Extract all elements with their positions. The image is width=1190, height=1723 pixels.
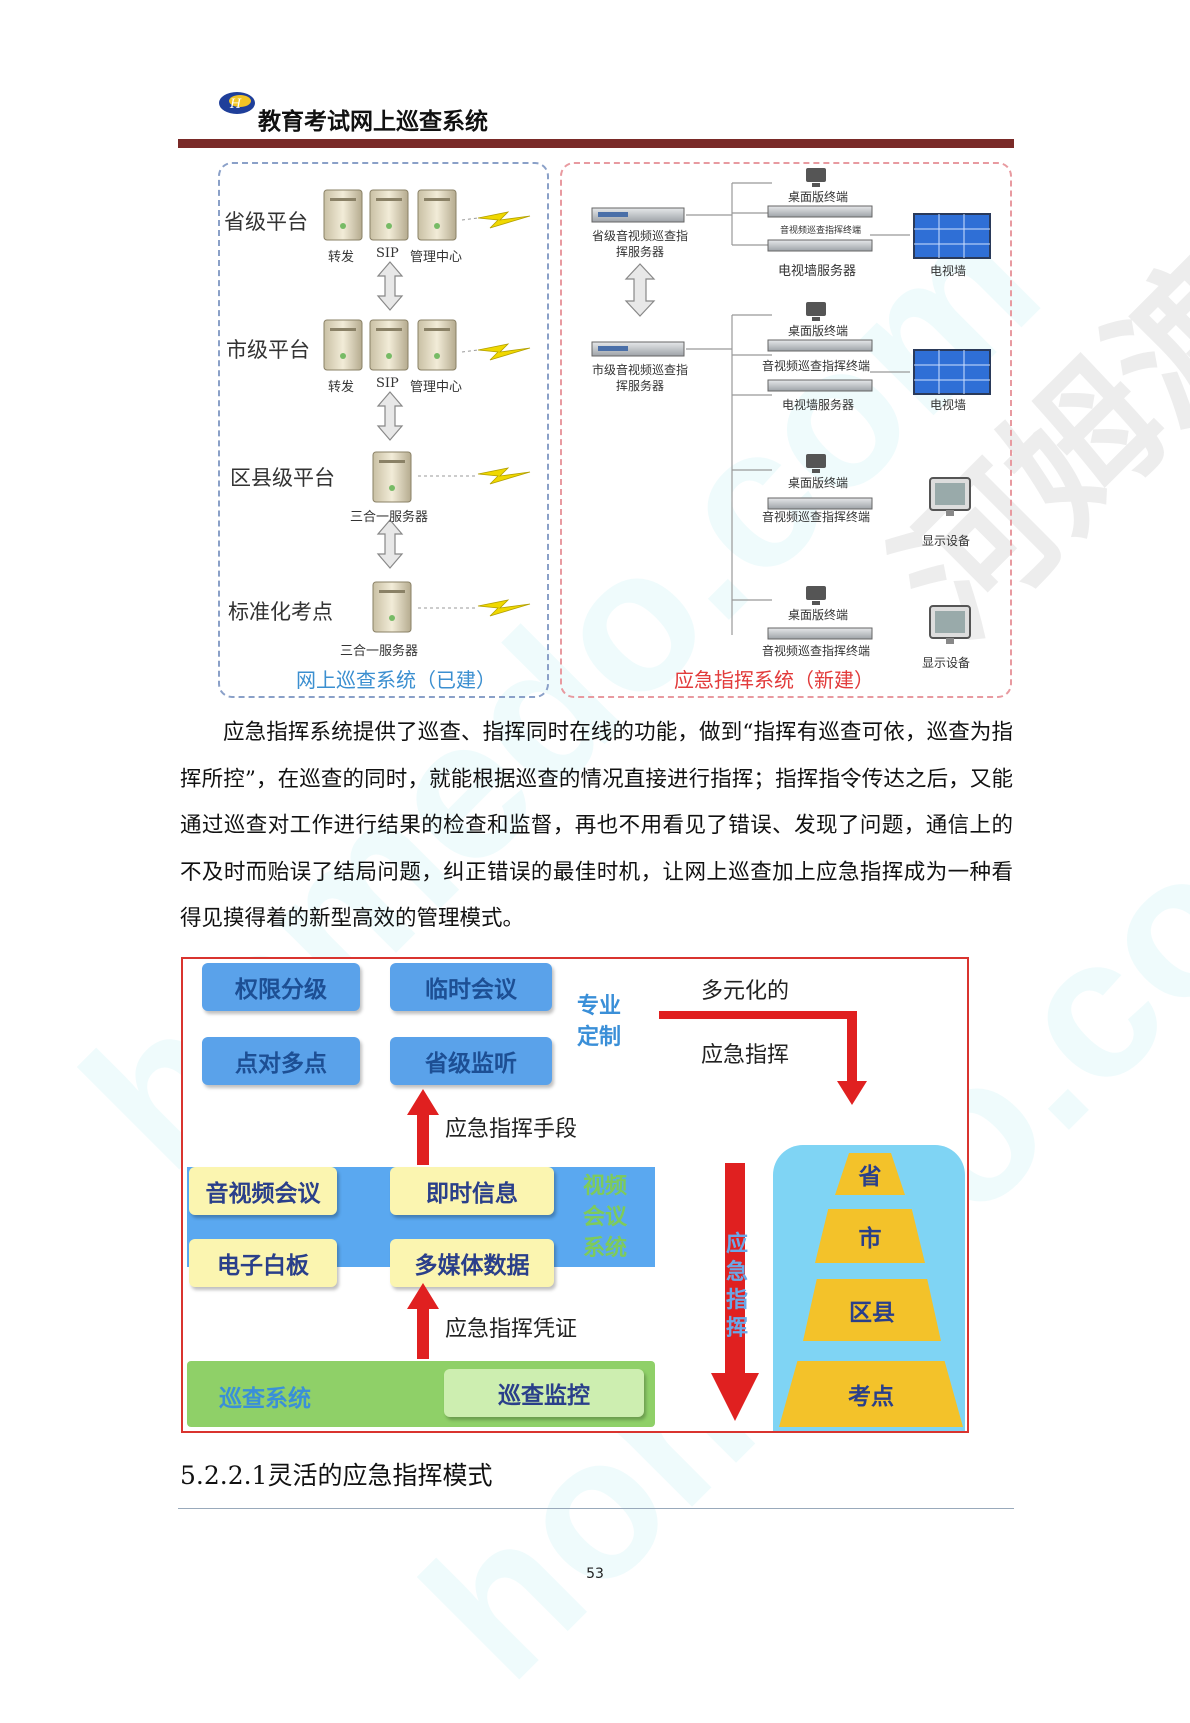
monitor-icon-2: [929, 605, 971, 644]
existing-system-panel: [218, 162, 549, 698]
network-diagram-svg: [323, 168, 991, 644]
arrow-up-means: [407, 1089, 439, 1165]
whiteboard-box: 电子白板: [189, 1239, 337, 1287]
pyramid-level-city: 市: [815, 1209, 925, 1263]
server-icon-prov-2: [369, 189, 409, 241]
tv-wall-icon-city: [913, 349, 991, 395]
terminal-label-small: 音视频巡查指挥终端: [780, 226, 862, 236]
desktop-terminal-icons: [806, 168, 826, 605]
point-multipoint-box: 点对多点: [202, 1037, 360, 1085]
logo-icon: H: [219, 92, 255, 114]
custom-label: 专业定制: [577, 994, 622, 1050]
prov-cmd-server-label: 省级音视频巡查指挥服务器: [592, 229, 689, 259]
desktop-label-2: 桌面版终端: [788, 324, 849, 338]
server-icon-county: [372, 451, 412, 503]
server-icon-prov-1: [323, 189, 363, 241]
prov-server-label-1: 转发: [328, 250, 355, 265]
body-paragraph: 应急指挥系统提供了巡查、指挥同时在线的功能，做到“指挥有巡查可依，巡查为指挥所控…: [180, 710, 1013, 943]
footer-rule: [178, 1508, 1014, 1509]
monitor-icon-1: [929, 477, 971, 516]
server-icon-prov-3: [417, 189, 457, 241]
city-server-label-3: 管理中心: [410, 380, 463, 395]
arrow-down-vertical: [711, 1163, 759, 1421]
patrol-system-label: 巡查系统: [219, 1386, 311, 1412]
new-system-caption: 应急指挥系统（新建）: [674, 668, 874, 692]
rack-terminal-icons: [767, 205, 873, 640]
emergency-label: 应急指挥: [701, 1043, 790, 1068]
rack-server-icon-city: [591, 341, 685, 357]
arrow-bent: [659, 1011, 867, 1105]
rack-server-icon-prov: [591, 207, 685, 223]
section-heading: 5.2.2.1灵活的应急指挥模式: [180, 1461, 493, 1490]
arrows-svg: [407, 1011, 867, 1421]
terminal-label-3: 音视频巡查指挥终端: [762, 644, 871, 658]
multi-label: 多元化的: [701, 979, 790, 1004]
city-server-label-2: SIP: [376, 376, 399, 391]
av-meeting-box: 音视频会议: [189, 1167, 337, 1215]
prov-server-label-2: SIP: [376, 246, 399, 261]
body-paragraph-text: 应急指挥系统提供了巡查、指挥同时在线的功能，做到“指挥有巡查可依，巡查为指挥所控…: [180, 720, 1013, 931]
lightning-icons: [477, 211, 531, 617]
level-city: 市级平台: [226, 338, 310, 362]
pyramid-level-province: 省: [835, 1153, 905, 1195]
display-label-2: 显示设备: [922, 656, 971, 670]
emergency-command-diagram: 权限分级 临时会议 点对多点 省级监听 专业定制 多元化的 应急指挥 应急指挥手…: [181, 957, 969, 1433]
level-site: 标准化考点: [228, 600, 333, 624]
city-cmd-server-label: 市级音视频巡查指挥服务器: [592, 363, 689, 393]
tvwall-server-label-2: 电视墙服务器: [782, 398, 855, 412]
display-label-1: 显示设备: [922, 534, 971, 548]
terminal-label-2: 音视频巡查指挥终端: [762, 510, 871, 524]
temp-meeting-box: 临时会议: [390, 963, 552, 1011]
level-province: 省级平台: [224, 210, 308, 234]
server-icon-city-1: [323, 319, 363, 371]
tvwall-label-2: 电视墙: [930, 398, 967, 412]
server-icon-site: [372, 581, 412, 633]
existing-system-caption: 网上巡查系统（已建）: [296, 668, 496, 692]
means-label: 应急指挥手段: [445, 1117, 578, 1142]
desktop-label-1: 桌面版终端: [788, 190, 849, 204]
prov-server-label-3: 管理中心: [410, 250, 463, 265]
new-system-panel: [560, 162, 1012, 698]
permission-level-box: 权限分级: [202, 963, 360, 1011]
tv-wall-icon-prov: [913, 213, 991, 259]
multimedia-box: 多媒体数据: [390, 1239, 554, 1287]
server-icon-city-2: [369, 319, 409, 371]
county-server-label: 三合一服务器: [350, 510, 429, 525]
header-title: 教育考试网上巡查系统: [258, 109, 488, 135]
desktop-label-4: 桌面版终端: [788, 608, 849, 622]
city-server-label-1: 转发: [328, 380, 355, 395]
pyramid-level-site: 考点: [779, 1361, 963, 1427]
credential-label: 应急指挥凭证: [445, 1317, 578, 1342]
site-server-label: 三合一服务器: [340, 644, 419, 659]
instant-msg-box: 即时信息: [390, 1167, 554, 1215]
patrol-monitor-box: 巡查监控: [444, 1369, 644, 1417]
tvwall-server-label-1: 电视墙服务器: [778, 264, 857, 279]
desktop-label-3: 桌面版终端: [788, 476, 849, 490]
terminal-label-1: 音视频巡查指挥终端: [762, 359, 871, 373]
level-county: 区县级平台: [230, 466, 335, 490]
tvwall-label-1: 电视墙: [930, 264, 967, 278]
prov-monitor-box: 省级监听: [390, 1037, 552, 1085]
header-bar: [178, 139, 1014, 148]
double-arrow-icons: [376, 261, 656, 569]
video-system-label: 视频会议系统: [583, 1174, 628, 1261]
connector-lines: [686, 182, 910, 635]
pyramid-level-county: 区县: [803, 1279, 941, 1341]
server-icon-city-3: [417, 319, 457, 371]
link-dashes: [418, 217, 479, 609]
vertical-label: 应急指挥: [726, 1232, 749, 1341]
page-number: 53: [586, 1566, 604, 1582]
svg-text:H: H: [229, 97, 242, 112]
arrow-up-credential: [407, 1283, 439, 1359]
